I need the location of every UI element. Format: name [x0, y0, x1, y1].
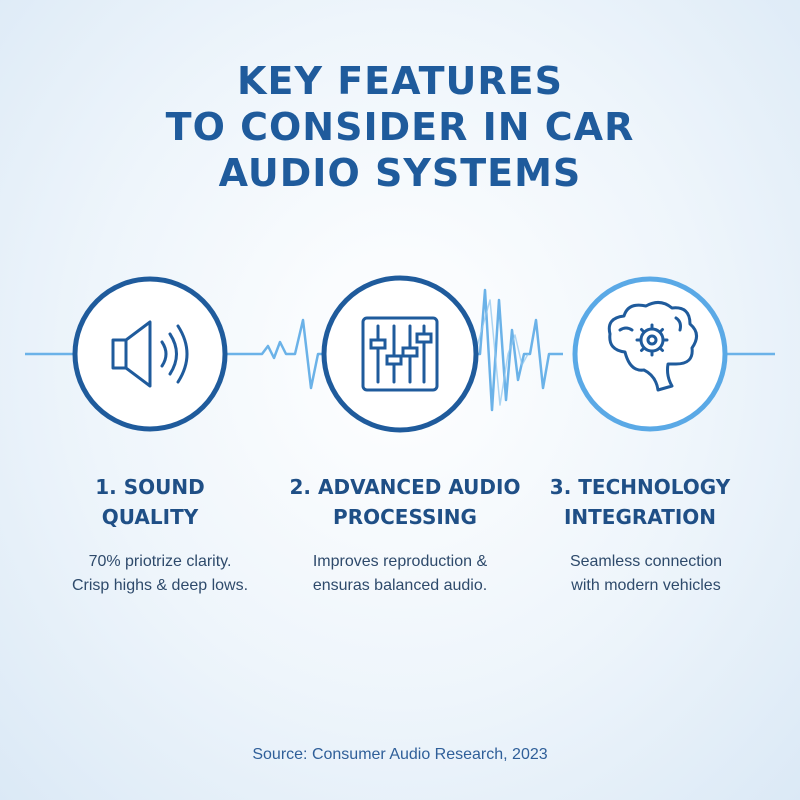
source-citation: Source: Consumer Audio Research, 2023 — [252, 746, 548, 763]
feature-circle-sound — [72, 276, 228, 432]
feature-title-line: 3. TECHNOLOGY — [549, 475, 731, 499]
feature-title-line: INTEGRATION — [563, 505, 717, 529]
feature-title-sound-quality: 1. SOUND QUALITY — [20, 472, 280, 532]
feature-desc-line: Crisp highs & deep lows. — [71, 577, 249, 594]
waveform-line — [25, 288, 775, 412]
feature-desc-line: 70% priotrize clarity. — [88, 553, 232, 570]
title-line: KEY FEATURES — [237, 59, 563, 103]
brain-gear-icon — [607, 301, 698, 392]
feature-circle-technology — [572, 276, 728, 432]
feature-desc-line: ensuras balanced audio. — [312, 577, 488, 594]
title-line: AUDIO SYSTEMS — [218, 151, 582, 195]
feature-desc-line: with modern vehicles — [571, 577, 721, 594]
equalizer-sliders-icon — [361, 316, 439, 392]
page-title: KEY FEATURES TO CONSIDER IN CAR AUDIO SY… — [0, 58, 800, 196]
feature-desc-line: Improves reproduction & — [312, 553, 488, 570]
feature-title-advanced-processing: 2. ADVANCED AUDIO PROCESSING — [270, 472, 540, 532]
waveform-spike — [474, 299, 529, 406]
feature-title-line: QUALITY — [101, 505, 199, 529]
feature-desc-technology-integration: Seamless connection with modern vehicles — [516, 550, 776, 598]
feature-desc-line: Seamless connection — [569, 553, 723, 570]
feature-title-line: 2. ADVANCED AUDIO — [289, 475, 521, 499]
feature-title-line: 1. SOUND — [95, 475, 205, 499]
feature-title-technology-integration: 3. TECHNOLOGY INTEGRATION — [510, 472, 770, 532]
title-line: TO CONSIDER IN CAR — [165, 105, 635, 149]
feature-circle-processing — [321, 275, 479, 433]
speaker-sound-icon — [111, 320, 189, 388]
feature-title-line: PROCESSING — [333, 505, 477, 529]
feature-desc-advanced-processing: Improves reproduction & ensuras balanced… — [270, 550, 530, 598]
feature-desc-sound-quality: 70% priotrize clarity. Crisp highs & dee… — [30, 550, 290, 598]
